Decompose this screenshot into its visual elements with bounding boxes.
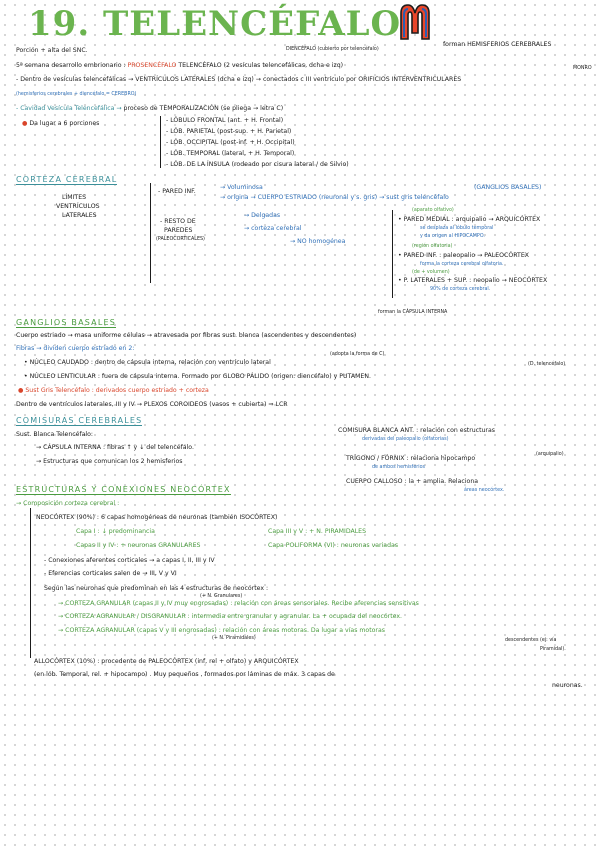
note-olfativo: (aparato olfativo) — [412, 208, 454, 213]
limites-line-3: LATERALES — [62, 212, 97, 219]
intro-line-1: Porción + alta del SNC. — [16, 47, 88, 54]
comisura-fornix-desc: de ambos hemisferios — [372, 465, 426, 470]
section-heading-estructuras: ESTRUCTURAS Y CONEXIONES NEOCÓRTEX — [16, 485, 231, 495]
section-heading-ganglios: GANGLIOS BASALES — [16, 318, 117, 328]
limites-line-2: VENTRÍCULOS — [56, 203, 100, 210]
tipo-note-granular: (+ N. Granulares) — [200, 594, 243, 599]
intro-hemisferios: forman HEMISFERIOS CEREBRALES — [443, 41, 552, 48]
capa-2-4: Capas II y IV : + neuronas GRANULARES — [76, 542, 201, 549]
estructuras-allocortex: ALLOCÓRTEX (10%) : procedente de PALEOCÓ… — [34, 658, 299, 665]
porcion-parietal: - LÓB. PARIETAL (post-sup. + H. Parietal… — [166, 128, 292, 135]
ganglios-forma-c: (adopta la forma de C) — [330, 352, 385, 357]
comisura-calloso-desc: áreas neocórtex. — [464, 488, 505, 493]
intro-porciones-label: ● Da lugar a 6 porciones — [22, 120, 100, 127]
intro-cerebro: (hemisferios cerebrales + diencéfalo = C… — [16, 92, 137, 97]
porcion-temporal: - LÓB. TEMPORAL (lateral, + H. Temporal) — [166, 150, 295, 157]
comisura-fornix: TRÍGONO / FÓRNIX : relaciona hipocampo — [346, 455, 476, 462]
intro-ventriculos: VENTRÍCULOS LATERALES (dcha e izq) → con… — [135, 76, 462, 83]
pared-medial: • PARED MEDIAL : arquipalio → ARQUICÓRTE… — [398, 216, 541, 223]
comisura-arquipalio: (arquipalio) — [536, 452, 564, 457]
ganglios-caudado-note: (D. telencéfalo) — [528, 362, 566, 367]
intro-temporalizacion: proceso de TEMPORALIZACIÓN (se pliega → … — [123, 105, 284, 112]
resto-line-1: - RESTO DE — [160, 218, 196, 225]
bullet-icon: ● — [22, 120, 28, 127]
comisuras-line-1: Sust. Blanca Telencéfalo: — [16, 431, 94, 438]
section-heading-corteza: CORTEZA CEREBRAL — [16, 175, 118, 185]
tipo-agranular-3: Piramidal). — [540, 647, 566, 652]
porcion-occipital: - LÓB. OCCIPITAL (post-inf. + H. Occipit… — [166, 139, 295, 146]
intro-monro: MONRO — [573, 66, 592, 71]
resto-line-2: PAREDES — [164, 227, 193, 234]
pared-inf-item-2: → origina → CUERPO ESTRIADO (neuronal y … — [220, 194, 449, 201]
tipo-disgranular: → CORTEZA AGRANULAR / DISGRANULAR : inte… — [58, 613, 402, 620]
brain-m-logo-icon — [400, 4, 430, 40]
limites-line-1: LÍMITES — [62, 194, 87, 201]
intro-line-2: 5ª semana desarrollo embrionario : PROSE… — [16, 62, 343, 69]
ganglios-line-2: Fibras → dividen cuerpo estriado en 2: — [16, 345, 135, 352]
intro-cavidad: - Cavidad Vesícula Telencefálica → — [16, 105, 122, 112]
section-heading-comisuras: COMISURAS CEREBRALES — [16, 416, 143, 426]
estructuras-neocortex: NEOCÓRTEX (90%) : 6 capas homogéneas de … — [36, 514, 278, 521]
ganglios-note: (GANGLIOS BASALES) — [474, 184, 542, 191]
tipo-note-piramidal: (+ N. Piramidales) — [212, 636, 256, 641]
tipo-granular: → CORTEZA GRANULAR (capas II y IV muy en… — [58, 600, 419, 607]
intro-line-3: - Dentro de vesículas telencefálicas → V… — [16, 76, 461, 83]
comisura-calloso: CUERPO CALLOSO : la + amplia. Relaciona — [346, 478, 479, 485]
estructuras-composicion: → Composición corteza cerebral : — [16, 500, 120, 507]
porcion-insula: - LÓB. DE LA ÍNSULA (rodeado por cisura … — [166, 161, 349, 168]
intro-diencefalo: DIENCÉFALO (cubierto por telencéfalo) — [286, 47, 379, 52]
porciones-brace — [160, 116, 161, 168]
ganglios-line-1: Cuerpo estriado → masa uniforme células … — [16, 332, 357, 339]
estructuras-allocortex-2: (en lób. Temporal, rel. + hipocampo) . M… — [34, 671, 335, 678]
estructuras-brace — [30, 508, 31, 658]
comisura-blanca: COMISURA BLANCA ANT. : relación con estr… — [338, 427, 495, 434]
comisura-blanca-desc: derivadas del paleopalio (olfatorias) — [362, 437, 449, 442]
intro-telencefalo: TELENCÉFALO (2 vesículas telencefálicas,… — [178, 62, 344, 69]
porcion-frontal: - LÓBULO FRONTAL (ant. + H. Frontal) — [166, 117, 284, 124]
intro-prosencefalo: PROSENCÉFALO — [127, 62, 177, 69]
ganglios-capsula-note: forman la CÁPSULA INTERNA — [378, 310, 448, 315]
ganglios-lenticular: • NÚCLEO LENTICULAR : fuera de cápsula i… — [24, 373, 371, 380]
pared-medial-1: se desplaza al lóbulo temporal — [420, 226, 494, 231]
pared-inf-item-1: → Voluminosa — [220, 184, 263, 191]
comisuras-estructuras: → Estructuras que comunican los 2 hemisf… — [36, 458, 183, 465]
capa-6: Capa POLIFORMA (VI) : neuronas variadas — [268, 542, 399, 549]
tipo-agranular-2: descendentes (ej: vía — [505, 638, 557, 643]
resto-line-3: (PALEOCORTICALES) — [156, 237, 205, 242]
ganglios-sust-gris: ● Sust Gris Telencéfalo : derivados cuer… — [18, 387, 209, 394]
resto-item-2: → corteza cerebral — [244, 225, 302, 232]
pared-inf-2: • PARED INF. : paleopalio → PALEOCÓRTEX — [398, 252, 529, 259]
ganglios-plexos: Dentro de ventrículos laterales, III y I… — [16, 401, 288, 408]
pared-medial-2: y da origen al HIPOCAMPO. — [420, 234, 485, 239]
limites-brace — [150, 183, 151, 283]
ganglios-caudado: • NÚCLEO CAUDADO : dentro de cápsula int… — [24, 359, 271, 366]
resto-item-1: → Delgadas — [244, 212, 281, 219]
note-olfatoria: (región olfatoria) — [412, 244, 453, 249]
bullet-icon: ● — [18, 387, 24, 394]
capa-1: Capa I : ↓ predominancia — [76, 528, 155, 535]
pared-laterales-desc: 90% de corteza cerebral. — [430, 287, 491, 292]
conexiones-eferentes: - Eferencias corticales salen de → III, … — [44, 570, 177, 577]
intro-embryo-label: 5ª semana desarrollo embrionario : — [16, 62, 126, 69]
tipo-agranular: → CORTEZA AGRANULAR (capas V y III engro… — [58, 627, 385, 634]
paredes-brace — [392, 210, 393, 298]
estructuras-allocortex-3: neuronas. — [552, 682, 583, 689]
resto-item-3: → NO homogénea — [290, 238, 346, 245]
conexiones-aferentes: - Conexiones aferentes corticales → a ca… — [44, 557, 215, 564]
estructuras-segun: Según las neuronas que predominan en las… — [44, 585, 269, 592]
pared-inf-2-desc: forma la corteza cerebral olfatoria. — [420, 262, 504, 267]
intro-vesiculas: - Dentro de vesículas telencefálicas → — [16, 76, 134, 83]
page-title: 19. TELENCÉFALO — [28, 4, 402, 44]
intro-line-5: - Cavidad Vesícula Telencefálica → proce… — [16, 105, 283, 112]
note-volumen: (de + volumen) — [412, 270, 450, 275]
pared-inf: - PARED INF. — [158, 188, 196, 195]
pared-laterales: • P. LATERALES + SUP. : neopalio → NEOCÓ… — [398, 277, 548, 284]
capa-3-5: Capa III y V : + N. PIRAMIDALES — [268, 528, 367, 535]
comisuras-capsula: → CÁPSULA INTERNA : fibras ↑ y ↓ del tel… — [36, 444, 194, 451]
